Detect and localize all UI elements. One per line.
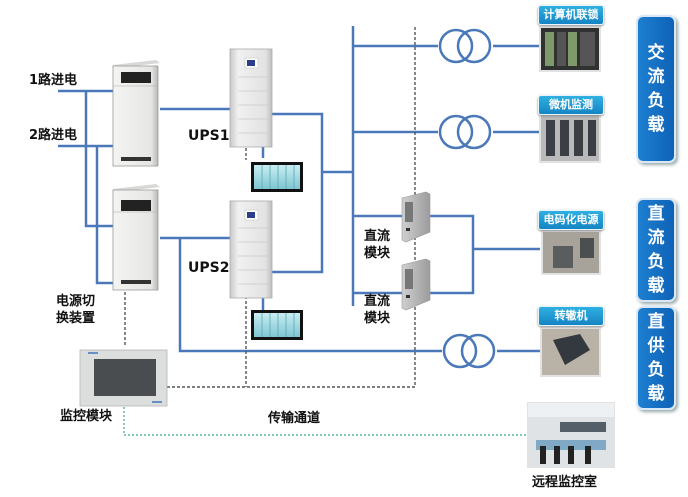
feed1-to-switch2 [84,91,113,228]
monitoring-module-device [79,349,168,407]
transformer-icon [438,114,492,150]
battery-bank-2 [251,310,303,340]
computer-interlock-photo [539,26,601,72]
dc-module-2 [401,258,431,311]
direct-supply-line [178,238,442,353]
switching-cabinet-1 [112,60,160,167]
computer-interlock-tag: 计算机联锁 [538,5,604,25]
dc-output-bus [430,214,475,295]
direct-supply-load-category: 直供负载 [636,306,676,410]
transformer-icon [438,28,492,64]
direct-supply-load-label: 直供负载 [647,312,665,404]
power-lines [58,26,540,353]
ups-output-bus [271,112,324,274]
ups1-cabinet [229,48,273,148]
switching-cabinet-2 [112,184,160,291]
ups2-label: UPS2 [188,260,230,276]
transmission-channel-label: 传输通道 [268,411,321,426]
feed2-label: 2路进电 [29,128,78,143]
dc-module-1 [401,191,431,243]
feed2-to-switch2 [95,146,113,285]
ups1-label: UPS1 [188,128,230,144]
dc-module1-label: 直流模块 [364,229,391,261]
ups2-cabinet [229,200,273,299]
coding-power-photo [541,230,601,275]
switching-device-label: 电源切换装置 [56,294,96,326]
ac-load-label: 交流负载 [647,43,665,135]
transformer-icon [442,333,496,369]
microcomputer-monitoring-tag: 微机监测 [538,95,604,115]
remote-monitoring-room-photo [527,402,615,468]
dc-load-category: 直流负载 [636,198,676,302]
dc-load-label: 直流负载 [647,204,665,296]
monitoring-module-label: 监控模块 [60,409,113,424]
switch-machine-tag: 转辙机 [538,306,604,326]
battery-bank-1 [251,162,303,192]
transmission-channel-line [123,407,528,436]
ac-load-category: 交流负载 [636,15,676,163]
transformers [438,28,496,369]
remote-monitoring-room-label: 远程监控室 [532,475,598,490]
coding-power-tag: 电码化电源 [538,210,604,230]
feed1-label: 1路进电 [29,73,78,88]
microcomputer-monitoring-photo [539,113,601,163]
switch-machine-photo [540,327,601,377]
dc-module2-label: 直流模块 [364,294,391,326]
